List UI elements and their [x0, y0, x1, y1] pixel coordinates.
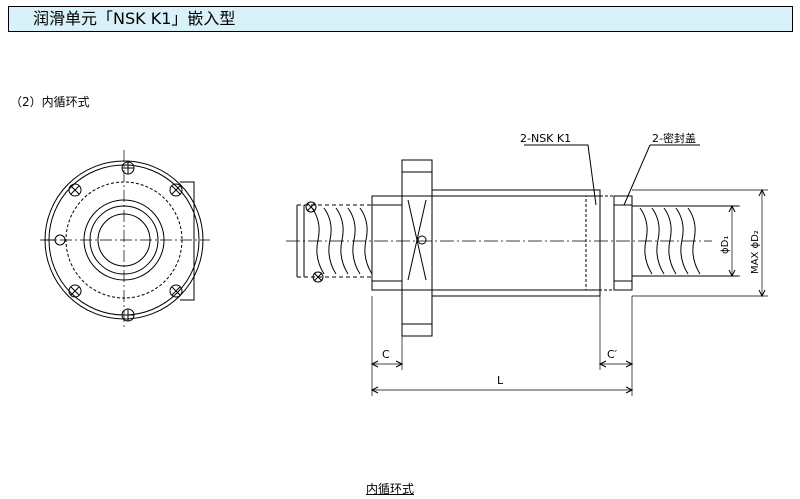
header-bar: 润滑单元「NSK K1」嵌入型: [8, 6, 793, 32]
screw-thread-right: [639, 207, 701, 275]
label-d2: MAX ϕD₂: [750, 230, 761, 274]
side-view: [286, 144, 768, 396]
figure-caption: 内循环式: [366, 482, 415, 496]
end-view: [40, 150, 210, 330]
label-seal: 2-密封盖: [652, 131, 696, 145]
page-title: 润滑单元「NSK K1」嵌入型: [33, 9, 236, 28]
section-heading: （2）内循环式: [10, 95, 90, 109]
label-c: C: [382, 348, 390, 361]
screw-thread-left: [311, 207, 373, 275]
label-d1: ϕD₁: [720, 236, 731, 254]
label-nsk-k1: 2-NSK K1: [520, 132, 571, 145]
label-c-prime: C′: [607, 348, 618, 361]
label-l: L: [497, 374, 504, 387]
